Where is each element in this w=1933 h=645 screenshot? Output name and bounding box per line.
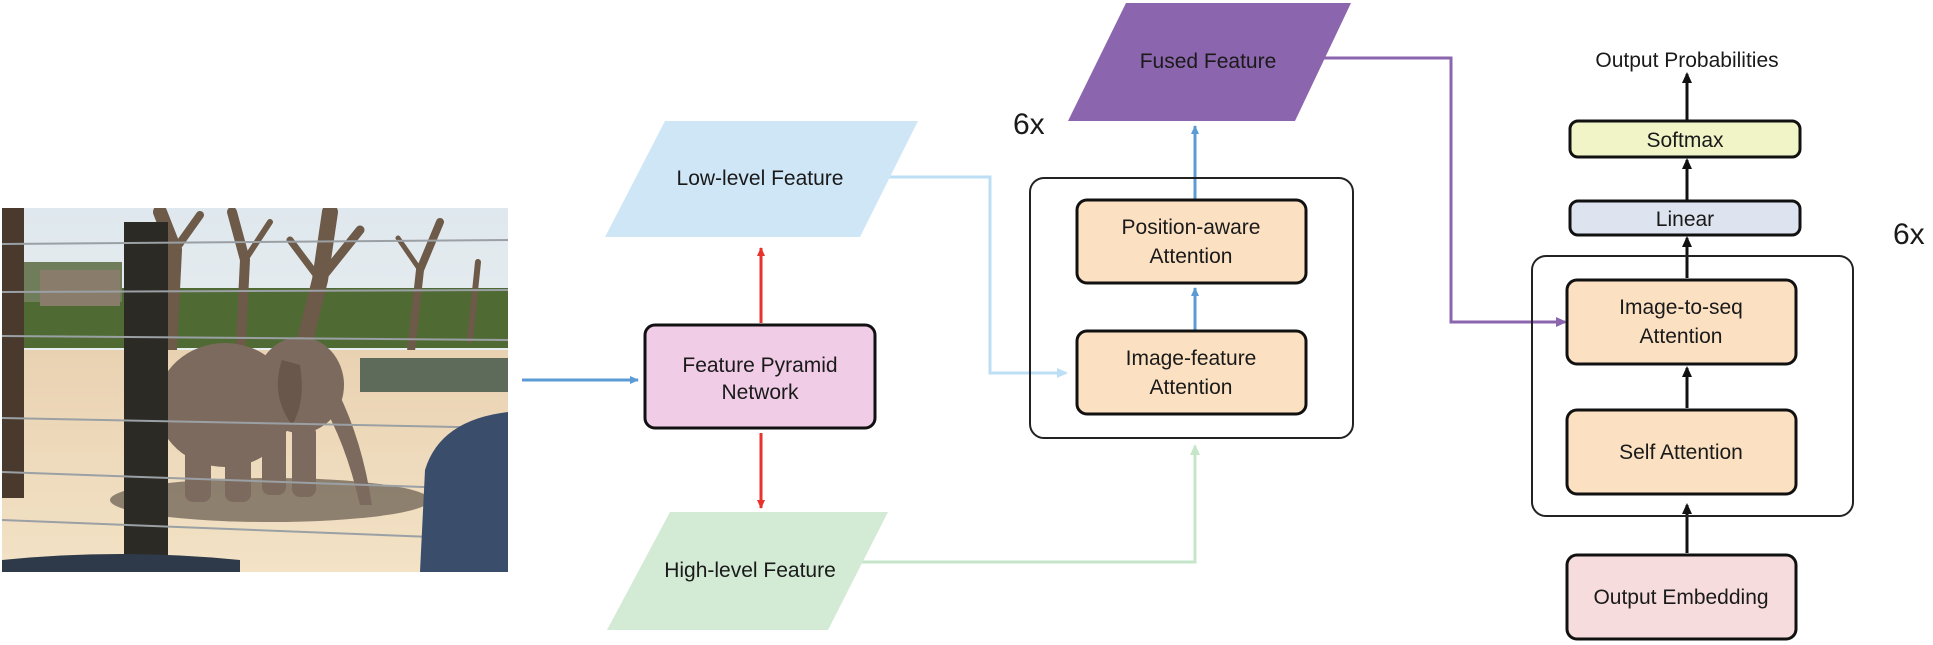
softmax-label: Softmax — [1646, 129, 1724, 152]
edge-high-to-encoder — [855, 444, 1200, 564]
img-feat-attn-shape — [1075, 329, 1308, 416]
node-output-embedding: Output Embedding — [1565, 553, 1798, 641]
img2seq-label-line-2: Attention — [1640, 325, 1723, 348]
input-elephant-photo — [2, 208, 508, 572]
edge-low-to-image-feature-attn — [880, 175, 1068, 378]
img-feat-attn-label-line-1: Image-feature — [1126, 347, 1257, 370]
high-level-feature-shape — [607, 512, 888, 630]
linear-label: Linear — [1656, 208, 1714, 231]
elephant-shape — [153, 337, 372, 505]
out-embed-shape — [1565, 553, 1798, 641]
node-image-feature-attention: Image-feature Attention — [1075, 329, 1308, 416]
fpn-label-line-1: Feature Pyramid — [682, 354, 837, 377]
low-level-feature-shape — [605, 121, 918, 237]
pos-attn-shape — [1075, 198, 1308, 285]
node-linear: Linear — [1568, 199, 1802, 237]
node-softmax: Softmax — [1568, 119, 1802, 159]
fused-feature-label: Fused Feature — [1140, 50, 1277, 73]
node-self-attention: Self Attention — [1565, 408, 1798, 496]
node-image-to-seq-attention: Image-to-seq Attention — [1565, 278, 1798, 366]
img2seq-shape — [1565, 278, 1798, 366]
linear-shape — [1568, 199, 1802, 237]
node-feature-pyramid-network: Feature Pyramid Network — [643, 323, 877, 430]
output-probabilities-label: Output Probabilities — [1595, 49, 1778, 72]
pos-attn-label-line-1: Position-aware — [1122, 216, 1261, 239]
self-attn-shape — [1565, 408, 1798, 496]
fpn-shape — [643, 323, 877, 430]
decoder-block — [1531, 255, 1854, 517]
img-feat-attn-label-line-2: Attention — [1150, 376, 1233, 399]
fpn-label-line-2: Network — [721, 381, 799, 404]
node-fused-feature: Fused Feature — [1068, 3, 1351, 121]
node-position-aware-attention: Position-aware Attention — [1075, 198, 1308, 285]
high-level-feature-label: High-level Feature — [664, 559, 836, 582]
node-low-level-feature: Low-level Feature — [605, 121, 918, 237]
out-embed-label: Output Embedding — [1593, 586, 1768, 609]
fused-feature-shape — [1068, 3, 1351, 121]
encoder-repeat-label: 6x — [1013, 108, 1045, 141]
decoder-repeat-label: 6x — [1893, 218, 1925, 251]
low-level-feature-label: Low-level Feature — [677, 167, 844, 190]
pos-attn-label-line-2: Attention — [1150, 245, 1233, 268]
img2seq-label-line-1: Image-to-seq — [1619, 296, 1743, 319]
edge-fused-to-img2seq — [1310, 56, 1567, 327]
softmax-shape — [1568, 119, 1802, 159]
node-high-level-feature: High-level Feature — [607, 512, 888, 630]
encoder-block — [1029, 177, 1354, 439]
self-attn-label: Self Attention — [1619, 441, 1743, 464]
